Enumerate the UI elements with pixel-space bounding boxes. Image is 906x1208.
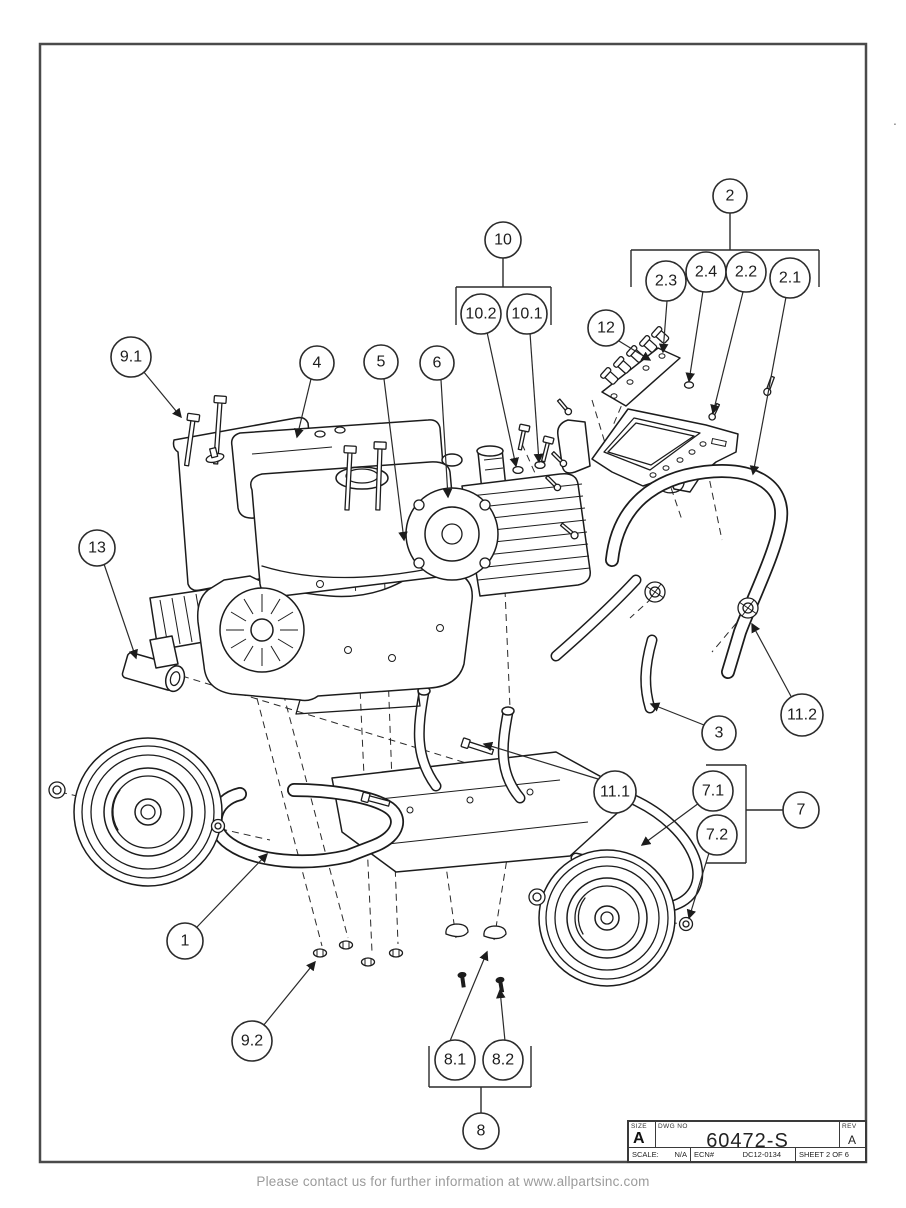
balloon-2-4: 2.4 <box>685 251 727 293</box>
callout-group-brackets <box>428 213 820 1113</box>
svg-text:5: 5 <box>377 354 386 371</box>
svg-text:9.2: 9.2 <box>241 1033 263 1050</box>
balloon-9-1: 9.1 <box>110 336 152 378</box>
axle-hardware <box>48 781 694 932</box>
recoil-starter-spokes <box>226 594 298 666</box>
balloon-1: 1 <box>166 922 204 960</box>
balloon-3: 3 <box>701 715 737 751</box>
balloon-2-1: 2.1 <box>769 257 811 299</box>
svg-text:13: 13 <box>88 540 106 557</box>
ecn-label: ECN# <box>694 1150 715 1159</box>
pump-assembly <box>405 445 591 597</box>
left-wheel <box>73 737 223 887</box>
svg-text:7.2: 7.2 <box>706 827 728 844</box>
ecn-value: DC12-0134 <box>742 1150 781 1159</box>
fasteners <box>183 375 775 993</box>
svg-text:2.4: 2.4 <box>695 264 717 281</box>
scale-value: N/A <box>674 1150 687 1159</box>
svg-text:7: 7 <box>797 802 806 819</box>
svg-text:11.2: 11.2 <box>787 707 817 724</box>
title-block-rev-cell: REV A <box>840 1122 865 1147</box>
rubber-feet <box>445 923 507 993</box>
svg-text:2.1: 2.1 <box>779 270 801 287</box>
balloon-6: 6 <box>419 345 455 381</box>
footer-contact-text: Please contact us for further informatio… <box>256 1174 650 1189</box>
handle-knob-nuts <box>644 581 759 619</box>
svg-text:10: 10 <box>494 232 512 249</box>
svg-text:2.2: 2.2 <box>735 264 757 281</box>
sheet-cell: SHEET 2 OF 6 <box>796 1148 865 1161</box>
balloon-10-1: 10.1 <box>506 293 548 335</box>
balloon-10: 10 <box>484 221 522 259</box>
svg-text:12: 12 <box>597 320 615 337</box>
svg-text:2.3: 2.3 <box>655 273 677 290</box>
svg-text:8.1: 8.1 <box>444 1052 466 1069</box>
flange-nuts-row <box>312 940 404 967</box>
balloon-8-2: 8.2 <box>482 1039 524 1081</box>
size-value: A <box>633 1130 645 1147</box>
balloon-7-2: 7.2 <box>696 814 738 856</box>
svg-text:3: 3 <box>715 725 724 742</box>
balloon-12: 12 <box>587 309 625 347</box>
drawing-border <box>38 42 868 1164</box>
balloon-2: 2 <box>712 178 748 214</box>
leader-lines <box>103 290 794 1042</box>
handle-frame <box>550 464 789 714</box>
svg-text:10.1: 10.1 <box>511 306 542 323</box>
drawing-number: 60472-S <box>706 1130 789 1152</box>
stray-dot: . <box>893 112 897 128</box>
scale-label: SCALE: <box>632 1150 659 1159</box>
title-block-dwg-cell: DWG NO 60472-S <box>656 1122 840 1152</box>
rev-label: REV <box>842 1123 857 1130</box>
scale-cell: SCALE: N/A <box>629 1148 691 1161</box>
svg-text:11.1: 11.1 <box>600 784 630 801</box>
balloon-2-2: 2.2 <box>725 251 767 293</box>
balloon-11-1: 11.1 <box>593 770 637 814</box>
panel-plate <box>556 408 739 494</box>
balloon-13: 13 <box>78 529 116 567</box>
size-label: SIZE <box>631 1123 648 1130</box>
balloon-7-1: 7.1 <box>692 770 734 812</box>
title-block: SIZE A DWG NO 60472-S REV A SCALE: N/A E… <box>627 1120 867 1163</box>
rev-value: A <box>848 1133 857 1147</box>
svg-text:9.1: 9.1 <box>120 349 142 366</box>
balloon-10-2: 10.2 <box>460 293 502 335</box>
balloon-5: 5 <box>363 344 399 380</box>
svg-text:4: 4 <box>313 355 322 372</box>
balloon-7: 7 <box>782 791 820 829</box>
balloon-2-3: 2.3 <box>645 260 687 302</box>
strip-bolts <box>600 326 670 385</box>
right-wheel <box>538 849 676 987</box>
balloon-9-2: 9.2 <box>231 1020 273 1062</box>
svg-text:6: 6 <box>433 355 442 372</box>
balloon-8: 8 <box>462 1112 500 1150</box>
balloon-11-2: 11.2 <box>780 693 824 737</box>
svg-text:8.2: 8.2 <box>492 1052 514 1069</box>
sheet-value: SHEET 2 OF 6 <box>799 1150 849 1159</box>
balloon-4: 4 <box>299 345 335 381</box>
svg-text:2: 2 <box>726 188 735 205</box>
bolt-strip <box>600 326 681 407</box>
svg-text:7.1: 7.1 <box>702 783 724 800</box>
svg-text:10.2: 10.2 <box>465 306 496 323</box>
svg-text:1: 1 <box>181 933 190 950</box>
ecn-cell: ECN# DC12-0134 <box>691 1148 796 1161</box>
title-block-size-cell: SIZE A <box>629 1122 656 1147</box>
dwg-no-label: DWG NO <box>658 1123 688 1130</box>
svg-text:8: 8 <box>477 1123 486 1140</box>
balloon-8-1: 8.1 <box>434 1039 476 1081</box>
